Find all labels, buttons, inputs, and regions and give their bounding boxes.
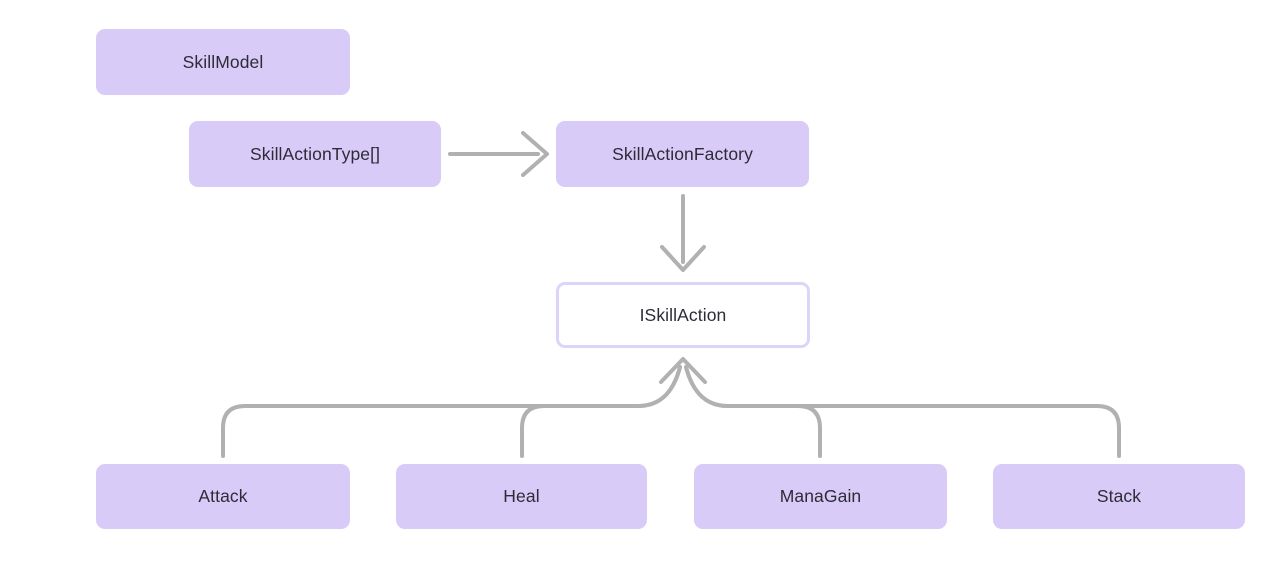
node-heal[interactable]: Heal: [396, 464, 647, 529]
node-heal-label: Heal: [503, 486, 540, 506]
edge-attack-to-iskillaction-line: [221, 365, 682, 458]
node-skill-action-type[interactable]: SkillActionType[]: [189, 121, 441, 187]
node-iskill-action[interactable]: ISkillAction: [556, 282, 810, 348]
node-attack[interactable]: Attack: [96, 464, 350, 529]
node-attack-label: Attack: [198, 486, 248, 506]
edge-inheritance-arrowhead-icon: [659, 357, 707, 384]
node-skill-model[interactable]: SkillModel: [96, 29, 350, 95]
node-mana-gain[interactable]: ManaGain: [694, 464, 947, 529]
node-mana-gain-label: ManaGain: [779, 486, 862, 506]
edge-heal-to-iskillaction-line: [520, 365, 682, 458]
edge-skillactionfactory-to-iskillaction-arrowhead-icon: [660, 245, 706, 272]
node-skill-action-type-label: SkillActionType[]: [249, 143, 381, 164]
node-stack-label: Stack: [1096, 486, 1142, 506]
edge-managain-to-iskillaction-line: [684, 365, 822, 458]
node-skill-action-factory-label: SkillActionFactory: [612, 143, 753, 164]
node-skill-model-label: SkillModel: [182, 51, 264, 72]
node-skill-action-factory[interactable]: SkillActionFactory: [556, 121, 809, 187]
edge-stack-to-iskillaction-line: [684, 365, 1121, 458]
edge-skillactiontype-to-skillactionfactory-arrowhead-icon: [521, 131, 549, 177]
node-iskill-action-label: ISkillAction: [639, 304, 727, 325]
node-stack[interactable]: Stack: [993, 464, 1245, 529]
